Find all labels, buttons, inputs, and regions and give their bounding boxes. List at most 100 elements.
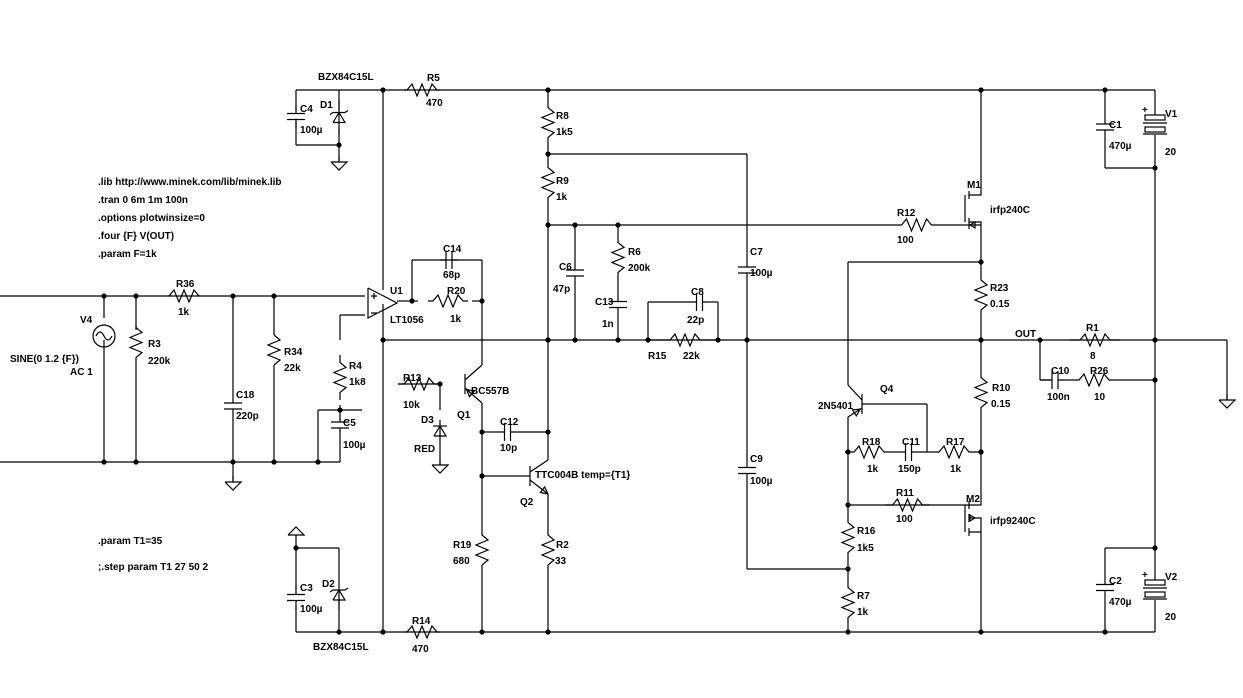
q2-transistor xyxy=(529,459,549,495)
r10-resistor xyxy=(973,375,989,410)
ground-symbol xyxy=(431,459,450,474)
junction-dot xyxy=(615,222,621,228)
r5-value-label: 470 xyxy=(426,98,443,109)
r36-resistor xyxy=(168,288,200,304)
c10-capacitor xyxy=(1040,371,1070,389)
junction-dot xyxy=(978,449,984,455)
c14-value-label: 68p xyxy=(443,270,460,281)
m2-mosfet xyxy=(964,495,982,542)
c1-value-label: 470µ xyxy=(1109,141,1132,152)
junction-dot xyxy=(572,222,578,228)
resistor-body xyxy=(650,332,720,348)
spice-directive: .options plotwinsize=0 xyxy=(98,213,205,224)
c10-ref-label: C10 xyxy=(1051,366,1070,377)
junction-dot xyxy=(380,87,386,93)
c6-capacitor xyxy=(566,265,584,281)
capacitor-plates xyxy=(1051,371,1059,389)
c13-value-label: 1n xyxy=(602,319,614,330)
junction-dot xyxy=(1152,337,1158,343)
resistor-body xyxy=(540,105,556,140)
c2-ref-label: C2 xyxy=(1109,576,1122,587)
junction-dot xyxy=(845,629,851,635)
junction-dot xyxy=(615,337,621,343)
junction-dot xyxy=(380,337,386,343)
v4-ac-label: AC 1 xyxy=(70,367,93,378)
r17-value-label: 1k xyxy=(950,464,962,475)
r18-value-label: 1k xyxy=(867,464,879,475)
r18-resistor xyxy=(848,444,890,460)
junction-dot xyxy=(845,566,851,572)
r20-resistor xyxy=(428,293,468,309)
r14-resistor xyxy=(404,624,440,640)
capacitor-plates xyxy=(904,443,913,461)
labels: .lib http://www.minek.com/lib/minek.lib.… xyxy=(10,72,1178,655)
resistor-body xyxy=(1070,372,1118,388)
c8-ref-label: C8 xyxy=(691,287,704,298)
c1-ref-label: C1 xyxy=(1109,120,1122,131)
r36-value-label: 1k xyxy=(178,307,190,318)
junction-dot xyxy=(437,381,443,387)
resistor-body xyxy=(474,530,490,570)
diode-triangle xyxy=(332,588,347,601)
r13-ref-label: R13 xyxy=(403,373,422,384)
c11-capacitor xyxy=(890,443,927,461)
c5-ref-label: C5 xyxy=(343,418,356,429)
junction-dot xyxy=(645,337,651,343)
r5-ref-label: R5 xyxy=(427,73,440,84)
c12-value-label: 10p xyxy=(500,443,517,454)
r13-resistor xyxy=(398,376,440,392)
capacitor-plates xyxy=(609,300,627,309)
c3-value-label: 100µ xyxy=(300,604,323,615)
capacitor-plates xyxy=(695,293,704,311)
d3-diode xyxy=(433,420,448,442)
v2-ref-label: V2 xyxy=(1165,572,1178,583)
r26-resistor xyxy=(1070,372,1118,388)
mosfet-arrow xyxy=(969,220,976,230)
c7-value-label: 100µ xyxy=(750,268,773,279)
junction-dot xyxy=(101,459,107,465)
r6-ref-label: R6 xyxy=(628,247,641,258)
supply-arrow xyxy=(287,526,306,536)
v4-sine-source xyxy=(92,324,116,348)
r10-value-label: 0.15 xyxy=(991,399,1011,410)
r7-resistor xyxy=(840,585,856,620)
junction-dot xyxy=(230,459,236,465)
d2-ref-label: D2 xyxy=(322,579,335,590)
resistor-body xyxy=(128,325,144,360)
r19-value-label: 680 xyxy=(453,556,470,567)
resistor-body xyxy=(973,375,989,410)
junction-dot xyxy=(337,407,343,413)
sine-wave xyxy=(95,331,113,341)
r2-ref-label: R2 xyxy=(556,540,569,551)
spice-directive: .lib http://www.minek.com/lib/minek.lib xyxy=(98,177,282,188)
spice-directive: .tran 0 6m 1m 100n xyxy=(98,195,188,206)
m1-ref-label: M1 xyxy=(967,180,981,191)
junction-dot xyxy=(1102,629,1108,635)
resistor-body xyxy=(927,444,981,460)
u1-ref-label: U1 xyxy=(390,286,403,297)
r9-ref-label: R9 xyxy=(556,176,569,187)
c9-value-label: 100µ xyxy=(750,476,773,487)
diode-bar xyxy=(329,110,349,115)
r9-value-label: 1k xyxy=(556,192,568,203)
r26-value-label: 10 xyxy=(1094,392,1106,403)
resistor-body xyxy=(848,444,890,460)
capacitor-plates xyxy=(445,251,453,269)
components: ++ xyxy=(92,82,1237,640)
diode-bar xyxy=(329,587,349,593)
q4-ref-label: Q4 xyxy=(880,384,894,395)
junction-dot xyxy=(479,629,485,635)
junction-dot xyxy=(845,502,851,508)
resistor-body xyxy=(840,520,856,555)
r23-value-label: 0.15 xyxy=(990,299,1010,310)
r19-ref-label: R19 xyxy=(453,540,472,551)
c12-ref-label: C12 xyxy=(500,417,519,428)
d1-diode xyxy=(329,100,349,135)
junction-dot xyxy=(271,459,277,465)
c13-ref-label: C13 xyxy=(595,297,614,308)
d2-value-label: BZX84C15L xyxy=(313,642,369,653)
d3-value-label: RED xyxy=(414,444,435,455)
c9-capacitor xyxy=(738,455,756,486)
c8-value-label: 22p xyxy=(687,315,704,326)
capacitor-plates xyxy=(503,423,512,441)
